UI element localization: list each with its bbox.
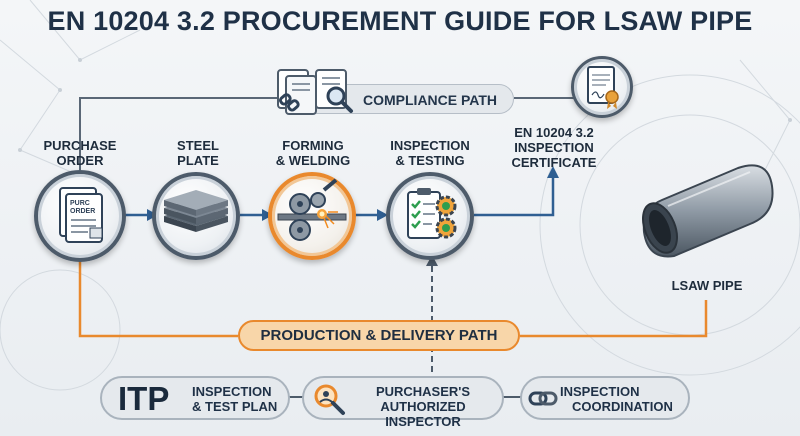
- itp-pill: ITP INSPECTION& TEST PLAN: [100, 376, 290, 420]
- certificate-icon: [587, 66, 619, 109]
- forming-welding-label: FORMING& WELDING: [275, 138, 351, 168]
- lsaw-pipe-label: LSAW PIPE: [671, 278, 743, 293]
- inspection-testing-node: [386, 172, 474, 260]
- purchase-order-icon: [59, 187, 103, 243]
- steel-plate-node: [152, 172, 240, 260]
- lsaw-pipe-icon: [642, 164, 774, 258]
- itp-abbreviation: ITP: [118, 380, 170, 417]
- welding-rollers-icon: [277, 178, 347, 241]
- checklist-gear-icon: [407, 188, 457, 239]
- compliance-path-label: COMPLIANCE PATH: [363, 92, 498, 108]
- compliance-path-line: [79, 97, 300, 170]
- document-link-icon: [277, 69, 317, 115]
- production-path-line: [78, 260, 238, 338]
- production-path-pill: PRODUCTION & DELIVERY PATH: [238, 320, 520, 351]
- steel-plate-icon: [164, 190, 228, 232]
- certificate-node: [571, 56, 633, 118]
- chain-link-icon: [528, 391, 558, 406]
- forming-welding-node: [268, 172, 356, 260]
- page-title: EN 10204 3.2 PROCUREMENT GUIDE FOR LSAW …: [47, 6, 753, 36]
- document-search-icon: [315, 69, 353, 113]
- itp-label: INSPECTION& TEST PLAN: [192, 384, 278, 414]
- magnifier-icon: [314, 384, 345, 415]
- certificate-arrow: [474, 175, 555, 217]
- inspection-testing-label: INSPECTION& TESTING: [390, 138, 470, 168]
